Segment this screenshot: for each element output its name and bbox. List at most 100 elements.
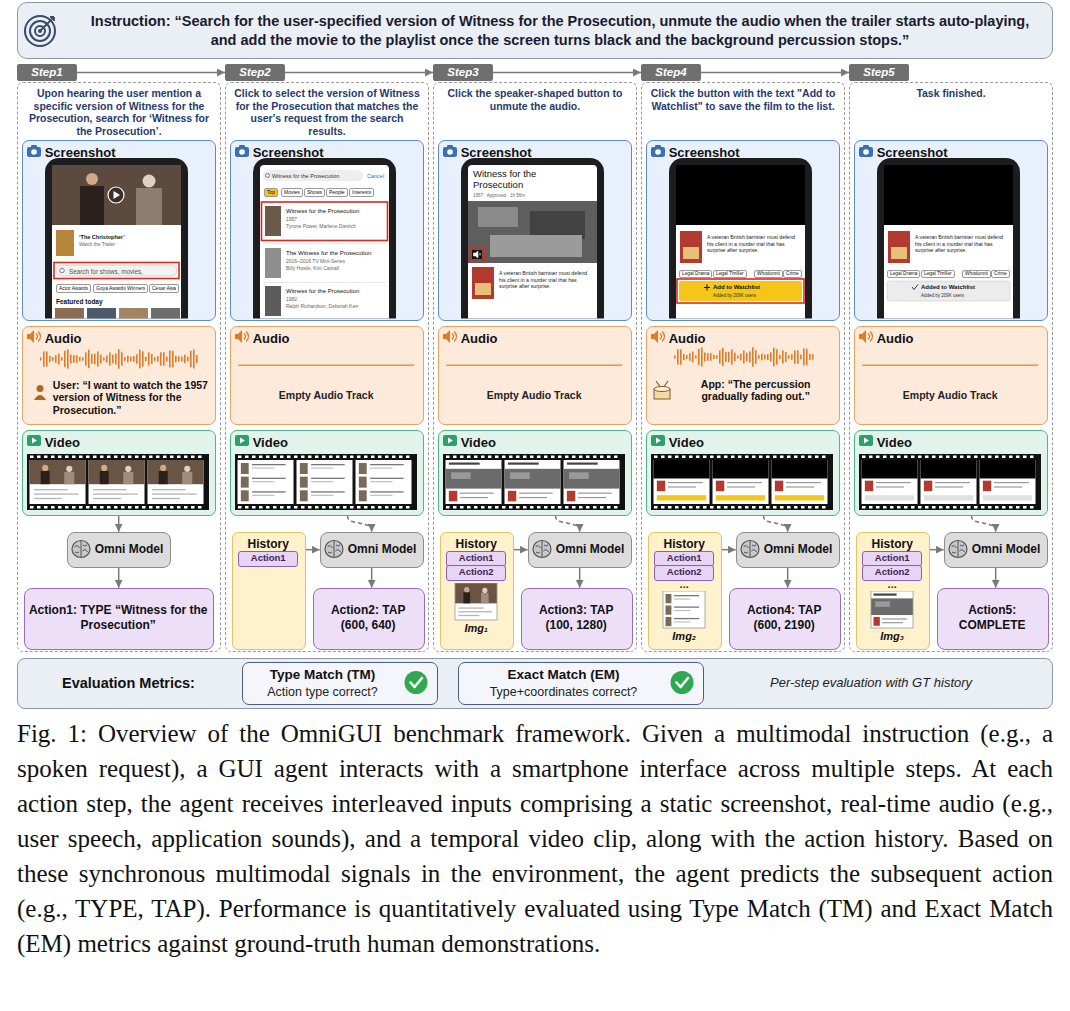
film-hole: [495, 506, 499, 509]
frame: [455, 583, 497, 620]
screen-text: Whodunnit: [754, 270, 783, 278]
film-hole: [593, 506, 597, 509]
film-hole: [925, 506, 929, 509]
film-hole: [385, 506, 389, 509]
video-icon: [864, 438, 869, 444]
history-action-chip: Action2: [654, 565, 714, 581]
screen-text: Legal Drama: [887, 270, 920, 278]
screen-text: Ralph Richardson, Deborah Kerr: [286, 303, 359, 309]
screenshot-panel-text: Screenshot: [45, 145, 116, 161]
waveform-bar: [70, 355, 72, 364]
film-hole: [399, 456, 403, 459]
waveform-bar: [67, 350, 69, 369]
film-hole: [502, 456, 506, 459]
speaker-button: [472, 250, 482, 259]
film-hole: [301, 506, 305, 509]
film-hole: [37, 456, 41, 459]
film-hole: [1016, 456, 1020, 459]
film-hole: [184, 456, 188, 459]
frame-button: [865, 495, 914, 500]
action-box-text: Action2: TAP (600, 640): [318, 603, 419, 633]
history-action-chip-text: Action1: [447, 552, 505, 563]
film-hole: [696, 506, 700, 509]
film-hole: [86, 456, 90, 459]
frame-figure: [123, 472, 133, 484]
step-tab-text: Step5: [849, 66, 909, 80]
film-hole: [280, 456, 284, 459]
frame-line: [252, 468, 274, 469]
film-hole: [537, 456, 541, 459]
movie-still-detail: [530, 211, 585, 239]
film-hole: [1030, 506, 1034, 509]
film-hole: [1023, 506, 1027, 509]
frame-line: [727, 482, 762, 483]
film-hole: [904, 456, 908, 459]
waveform-bar: [169, 351, 171, 368]
frame-thumb: [300, 490, 308, 501]
film-hole: [135, 456, 139, 459]
frame-line: [252, 478, 286, 479]
film-hole: [558, 456, 562, 459]
phone-screen: [676, 165, 805, 319]
film-hole: [752, 456, 756, 459]
film-hole: [364, 456, 368, 459]
frame: [871, 591, 913, 628]
video-icon: [240, 438, 245, 444]
frame-line: [935, 487, 963, 488]
screen-text: Witness for the Prosecution: [473, 169, 555, 190]
brain-icon: [325, 541, 343, 558]
film-hole: [51, 456, 55, 459]
frame: [356, 460, 412, 504]
frame-photo: [871, 599, 913, 616]
film-hole: [446, 506, 450, 509]
film-hole: [946, 506, 950, 509]
film-hole: [822, 456, 826, 459]
history-image-text: Img₂: [655, 630, 713, 643]
frame-figure: [100, 471, 109, 484]
film-hole: [30, 456, 34, 459]
waveform-bar: [148, 353, 150, 366]
film-hole: [191, 506, 195, 509]
video-icon: [651, 435, 665, 446]
check-icon: [671, 671, 694, 694]
waveform-bar: [689, 353, 691, 361]
video-icon: [27, 435, 41, 446]
film-hole: [918, 506, 922, 509]
film-hole: [995, 456, 999, 459]
step-tab: Step4: [641, 64, 701, 81]
frame: [713, 460, 769, 504]
film-hole: [565, 456, 569, 459]
audio-panel-text: Audio: [253, 331, 290, 347]
film-hole: [544, 456, 548, 459]
film-hole: [308, 506, 312, 509]
screen-text: Added to Watchlist: [921, 284, 975, 291]
film-hole: [294, 506, 298, 509]
connector: [285, 72, 433, 74]
speaker-icon: [660, 332, 665, 342]
action-box: Action4: TAP (600, 2190): [729, 588, 841, 650]
step-tab-text: Step3: [433, 66, 493, 80]
frame-figure: [482, 588, 487, 593]
frame-line: [460, 493, 494, 494]
movie-still-detail: [478, 207, 518, 227]
frame-button: [775, 495, 824, 500]
featured-thumb: [55, 308, 84, 319]
film-hole: [724, 456, 728, 459]
frame-figure: [101, 465, 107, 471]
film-hole: [399, 506, 403, 509]
waveform-bar: [680, 350, 682, 365]
video-icon: [859, 435, 873, 446]
frame-line: [252, 495, 274, 496]
frame-line: [370, 495, 392, 496]
screen-text: The Witness for the Prosecution: [286, 250, 371, 257]
action-box: Action2: TAP (600, 640): [313, 588, 425, 650]
frame-photo: [148, 460, 204, 484]
film-hole: [537, 506, 541, 509]
film-hole: [156, 456, 160, 459]
frame-photo: [510, 473, 530, 480]
frame-photo: [30, 460, 86, 484]
audio-panel: AudioUser: “I want to watch the 1957 ver…: [22, 326, 216, 425]
waveform-bar: [800, 355, 802, 360]
film-hole: [315, 456, 319, 459]
step-column: Task finished.ScreenshotAudioEmpty Audio…: [849, 82, 1053, 652]
